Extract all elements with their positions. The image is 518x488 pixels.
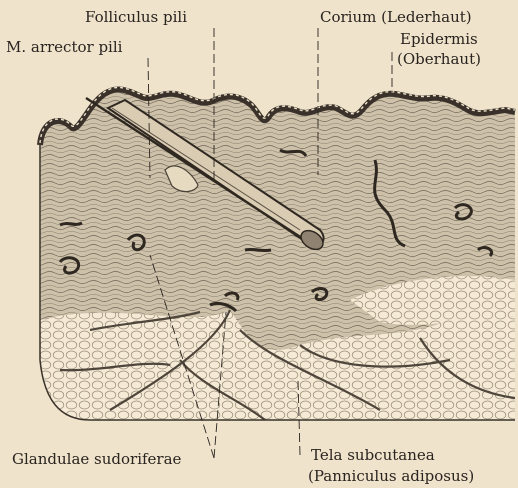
label-arrector-pili: M. arrector pili [6, 38, 122, 56]
label-epidermis: Epidermis [400, 30, 478, 48]
label-glandulae: Glandulae sudoriferae [12, 450, 181, 468]
label-oberhaut: (Oberhaut) [397, 50, 481, 68]
label-panniculus: (Panniculus adiposus) [308, 467, 474, 485]
label-tela: Tela subcutanea [311, 446, 435, 464]
label-corium: Corium (Lederhaut) [320, 8, 472, 26]
label-folliculus-pili: Folliculus pili [85, 8, 187, 26]
